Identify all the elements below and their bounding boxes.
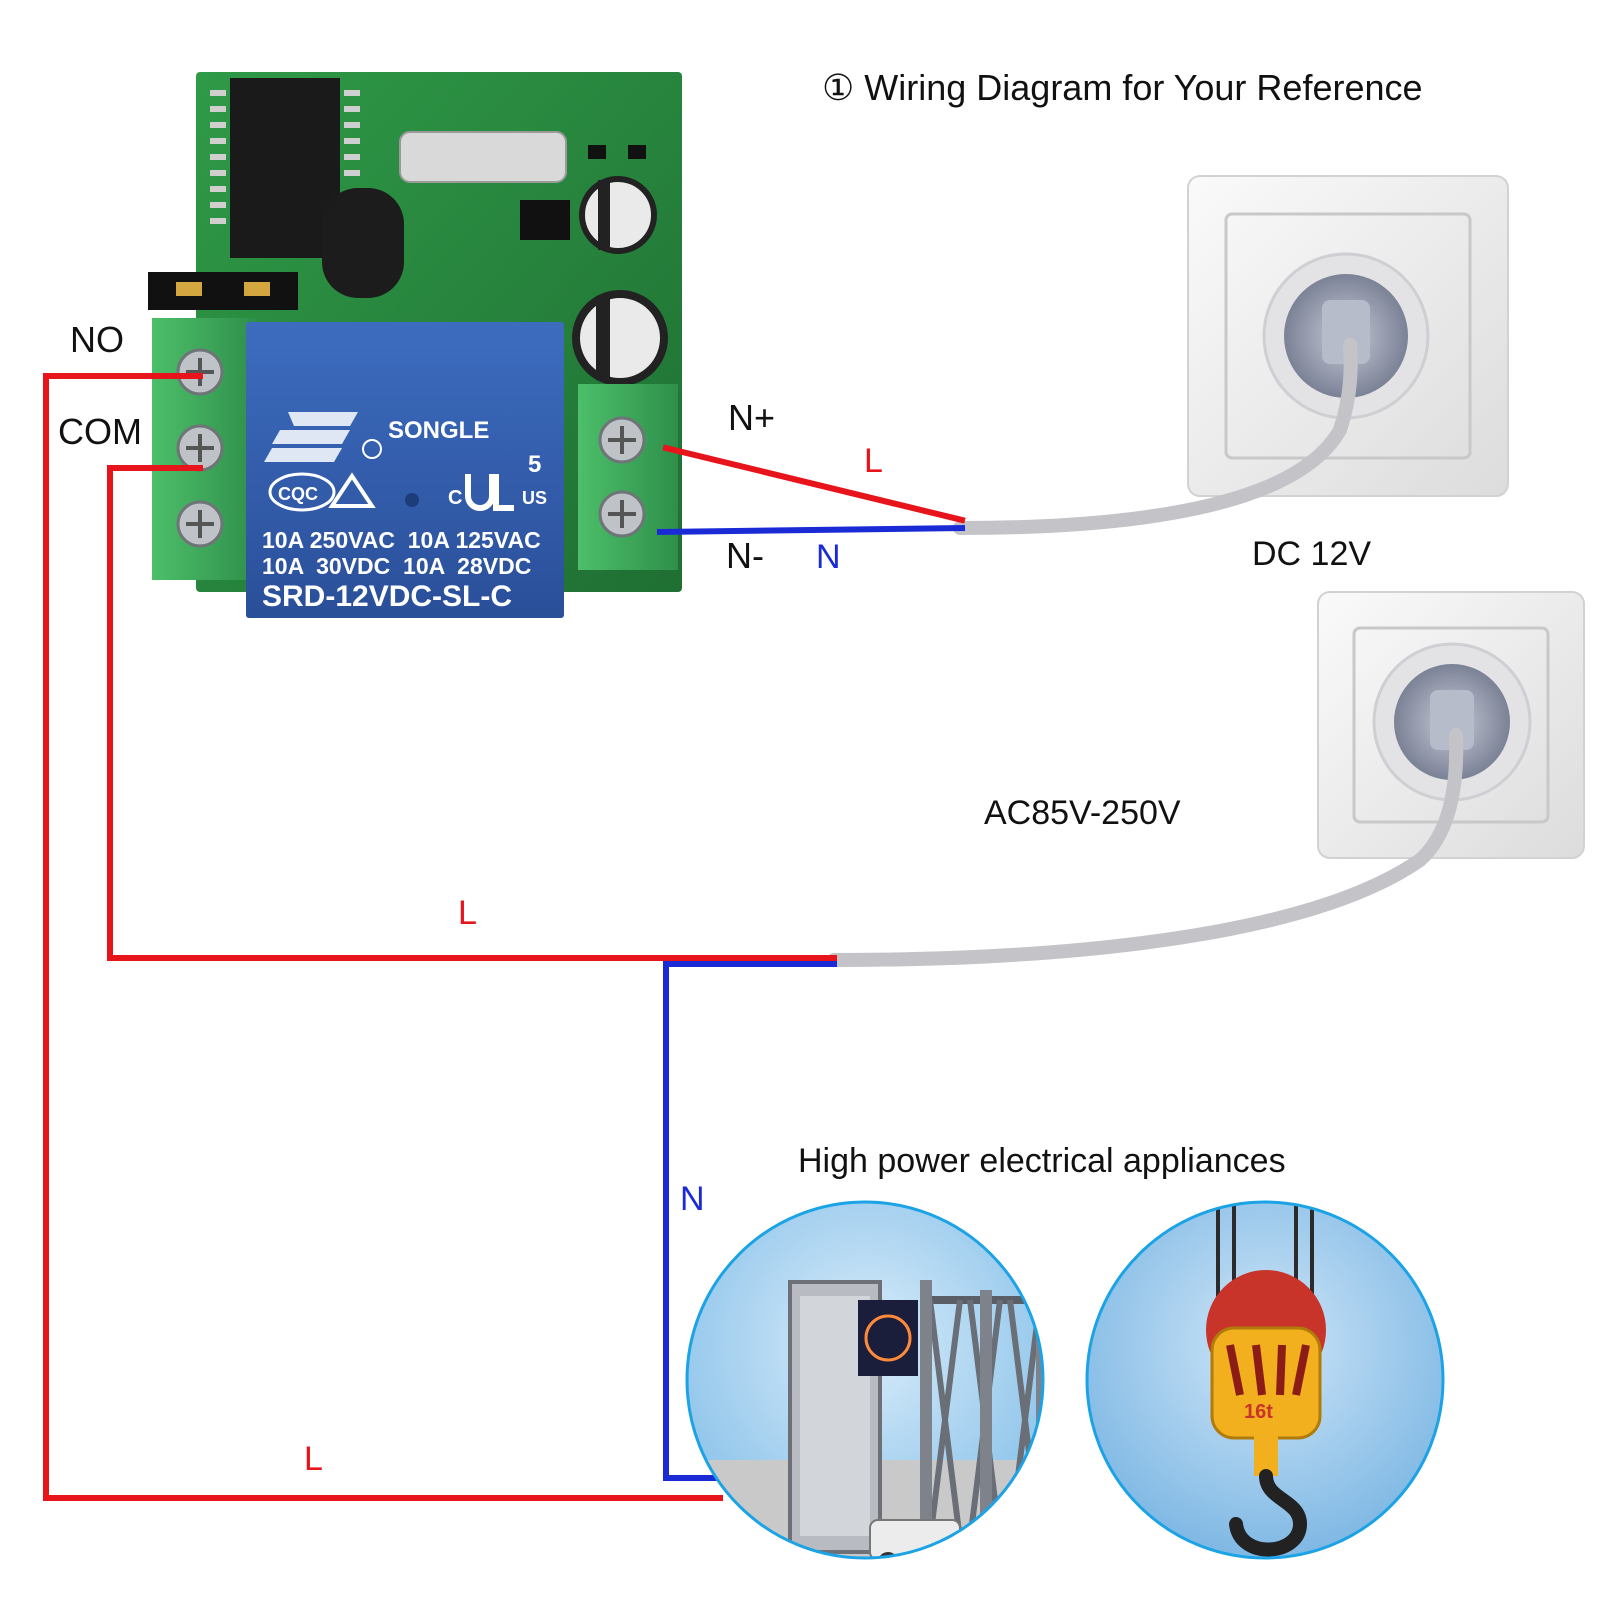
ic-pins <box>210 90 360 224</box>
dc-socket-label: DC 12V <box>1252 535 1371 573</box>
crane-appliance-image: 16t <box>1085 1200 1445 1560</box>
ac-neutral-wire <box>663 961 837 1481</box>
dc-power-cable <box>953 338 1358 535</box>
songle-relay: SONGLE 5 CQC C US 10A 250VAC 10A 125VAC … <box>246 322 564 618</box>
terminal-label-com: COM <box>58 411 142 452</box>
crane-hook-icon <box>1229 1469 1308 1557</box>
ic-chip <box>230 78 340 258</box>
capacitor-1 <box>579 176 657 254</box>
com-live-wire <box>107 465 837 961</box>
songle-logo-icon <box>264 412 358 462</box>
relay-rating-line-2: 10A 30VDC 10A 28VDC <box>262 553 531 579</box>
dc-neutral-wire <box>656 524 966 536</box>
right-terminal-block <box>578 384 678 570</box>
relay-brand: SONGLE <box>388 417 489 444</box>
relay-us-mark: US <box>522 488 547 508</box>
jumper-header <box>148 272 298 310</box>
relay-model: SRD-12VDC-SL-C <box>262 580 512 613</box>
relay-rating-line-1: 10A 250VAC 10A 125VAC <box>262 527 541 553</box>
dc-live-wire <box>662 444 966 524</box>
warning-triangle-icon <box>328 472 376 508</box>
load-live-label: L <box>304 1440 323 1478</box>
ac-socket-label: AC85V-250V <box>984 794 1181 832</box>
terminal-label-n-plus: N+ <box>728 397 775 438</box>
ac-power-cable <box>827 728 1464 967</box>
crane-hook-marking: 16t <box>1244 1401 1273 1423</box>
ac-socket <box>1317 591 1585 859</box>
ac-neutral-label: N <box>680 1180 705 1218</box>
dc-socket <box>1187 175 1509 497</box>
gate-image-border <box>685 1200 1045 1560</box>
terminal-label-no: NO <box>70 319 124 360</box>
terminal-label-n-minus: N- <box>726 535 764 576</box>
dc-live-label: L <box>864 442 883 480</box>
ul-mark-icon <box>465 474 514 511</box>
relay-module: SONGLE 5 CQC C US 10A 250VAC 10A 125VAC … <box>148 72 682 618</box>
appliances-heading: High power electrical appliances <box>798 1142 1286 1180</box>
relay-mark-number: 5 <box>528 451 541 478</box>
relay-c-mark: C <box>448 487 462 509</box>
ac-live-label: L <box>458 894 477 932</box>
diagram-title: ① Wiring Diagram for Your Reference <box>822 67 1423 108</box>
gate-appliance-image <box>685 1200 1045 1560</box>
relay-cqc-mark: CQC <box>278 484 318 504</box>
crane-image-border <box>1085 1200 1445 1560</box>
capacitor-2 <box>572 290 668 386</box>
coil-inductor <box>322 188 404 298</box>
crystal-oscillator <box>399 131 567 183</box>
no-live-wire <box>43 373 723 1501</box>
dc-neutral-label: N <box>816 538 841 576</box>
